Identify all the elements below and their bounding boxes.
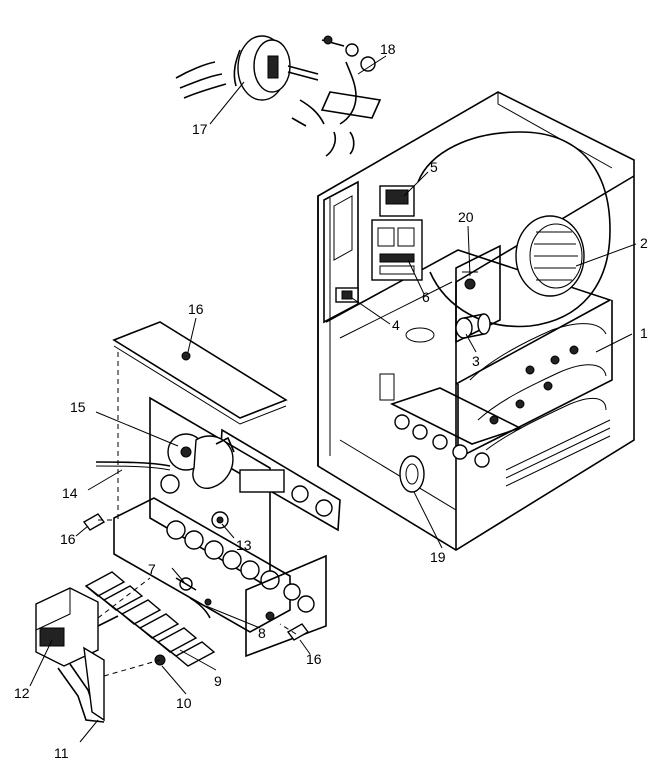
callout-19: 19 [430,549,446,565]
leader-lines [29,55,637,743]
callout-5: 5 [430,159,438,175]
callout-11: 11 [54,745,69,761]
blower-motor [175,35,319,101]
callout-6: 6 [422,289,430,305]
blower-housing [417,131,611,344]
callout-14: 14 [62,485,78,501]
callout-20: 20 [458,209,474,225]
callout-4: 4 [392,317,400,333]
callout-7: 7 [148,561,156,577]
gas-valve [35,587,119,667]
callout-3: 3 [472,353,480,369]
callout-16-right: 16 [306,651,322,667]
inducer-mounting-panel [113,396,341,658]
mounting-clip-right [286,623,310,641]
mounting-clip-left [82,513,106,531]
callout-13: 13 [236,537,252,553]
gas-pipe [57,646,105,723]
callout-labels: 1 2 3 4 5 6 7 8 9 10 11 12 13 14 15 16 1… [14,41,648,761]
callout-10: 10 [176,695,192,711]
callout-2: 2 [640,235,648,251]
filter-tube [455,313,491,339]
pressure-hose [211,511,229,529]
burner-set [84,571,216,667]
callout-1: 1 [640,325,648,341]
callout-18: 18 [380,41,396,57]
alignment-lines [97,352,297,677]
motor-mount-bracket [291,35,382,157]
inducer-assembly [160,433,285,494]
callout-9: 9 [214,673,222,689]
furnace-cabinet [317,91,635,551]
control-board [371,219,423,281]
callout-16-top: 16 [188,301,204,317]
callout-17: 17 [192,121,208,137]
wire-harness [95,461,171,471]
callout-16-left: 16 [60,531,76,547]
callout-12: 12 [14,685,30,701]
top-cover-panel [112,321,288,425]
callout-15: 15 [70,399,86,415]
pressure-switch [399,455,425,493]
flame-sensor [175,577,197,591]
igniter [189,597,212,619]
callout-8: 8 [258,625,266,641]
